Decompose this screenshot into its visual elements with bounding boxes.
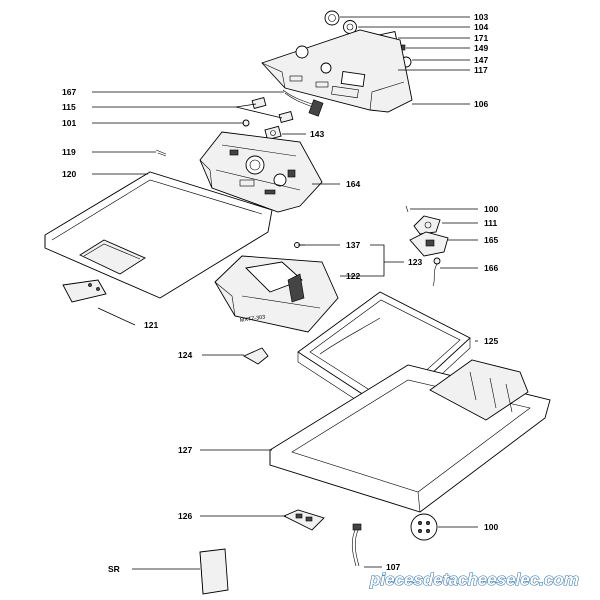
- label-100-top: 100: [484, 204, 498, 214]
- label-119: 119: [62, 147, 76, 157]
- bracket-part-124: [243, 347, 269, 365]
- label-sr: SR: [108, 564, 120, 574]
- label-167: 167: [62, 87, 76, 97]
- label-124: 124: [178, 350, 192, 360]
- handle-part-121: [62, 279, 107, 303]
- small-part-115b: [278, 111, 294, 123]
- lid-part-120: [44, 171, 273, 299]
- wire-part-166: [432, 257, 441, 287]
- label-147: 147: [474, 55, 488, 65]
- label-164: 164: [346, 179, 360, 189]
- base-plate-part-127: [269, 359, 551, 513]
- small-clip-part-119: [155, 149, 167, 157]
- electronic-board-part-164: [199, 131, 323, 213]
- label-137: 137: [346, 240, 360, 250]
- wiring-harness-part-167: [282, 89, 324, 117]
- label-121: 121: [144, 320, 158, 330]
- small-part-115a: [251, 97, 267, 109]
- knob-part-103: [324, 10, 340, 26]
- label-123: 123: [408, 257, 422, 267]
- label-165: 165: [484, 235, 498, 245]
- cable-part-107: [351, 523, 362, 567]
- label-127: 127: [178, 445, 192, 455]
- label-101: 101: [62, 118, 76, 128]
- watermark-text: piecesdetacheeselec.com: [369, 570, 579, 589]
- label-166: 166: [484, 263, 498, 273]
- label-122: 122: [346, 271, 360, 281]
- dispenser-part-122: MXT7-303: [214, 255, 339, 333]
- label-106: 106: [474, 99, 488, 109]
- part-stamp: MXT7-303: [239, 314, 265, 324]
- label-100-bottom: 100: [484, 522, 498, 532]
- leader-lines: [92, 16, 478, 570]
- connector-part-126: [282, 509, 325, 531]
- label-171: 171: [474, 33, 488, 43]
- door-lock-part-165: [409, 231, 449, 257]
- label-120: 120: [62, 169, 76, 179]
- part-labels: 103 104 171 149 147 117 106 167 115 101 …: [62, 12, 498, 574]
- label-126: 126: [178, 511, 192, 521]
- label-115: 115: [62, 102, 76, 112]
- pressure-switch-part-111: [413, 215, 441, 235]
- label-107: 107: [386, 562, 400, 572]
- label-117: 117: [474, 65, 488, 75]
- screw-bag-part-100: [410, 513, 438, 541]
- documentation-sr: [199, 548, 229, 595]
- screw-part-100-top: [405, 205, 409, 213]
- small-part-143: [264, 125, 282, 141]
- label-125: 125: [484, 336, 498, 346]
- control-panel-part-106: [261, 29, 413, 113]
- label-149: 149: [474, 43, 488, 53]
- tub-frame-part-125: [297, 291, 471, 423]
- label-111: 111: [484, 218, 498, 228]
- label-104: 104: [474, 22, 488, 32]
- label-143: 143: [310, 129, 324, 139]
- label-103: 103: [474, 12, 488, 22]
